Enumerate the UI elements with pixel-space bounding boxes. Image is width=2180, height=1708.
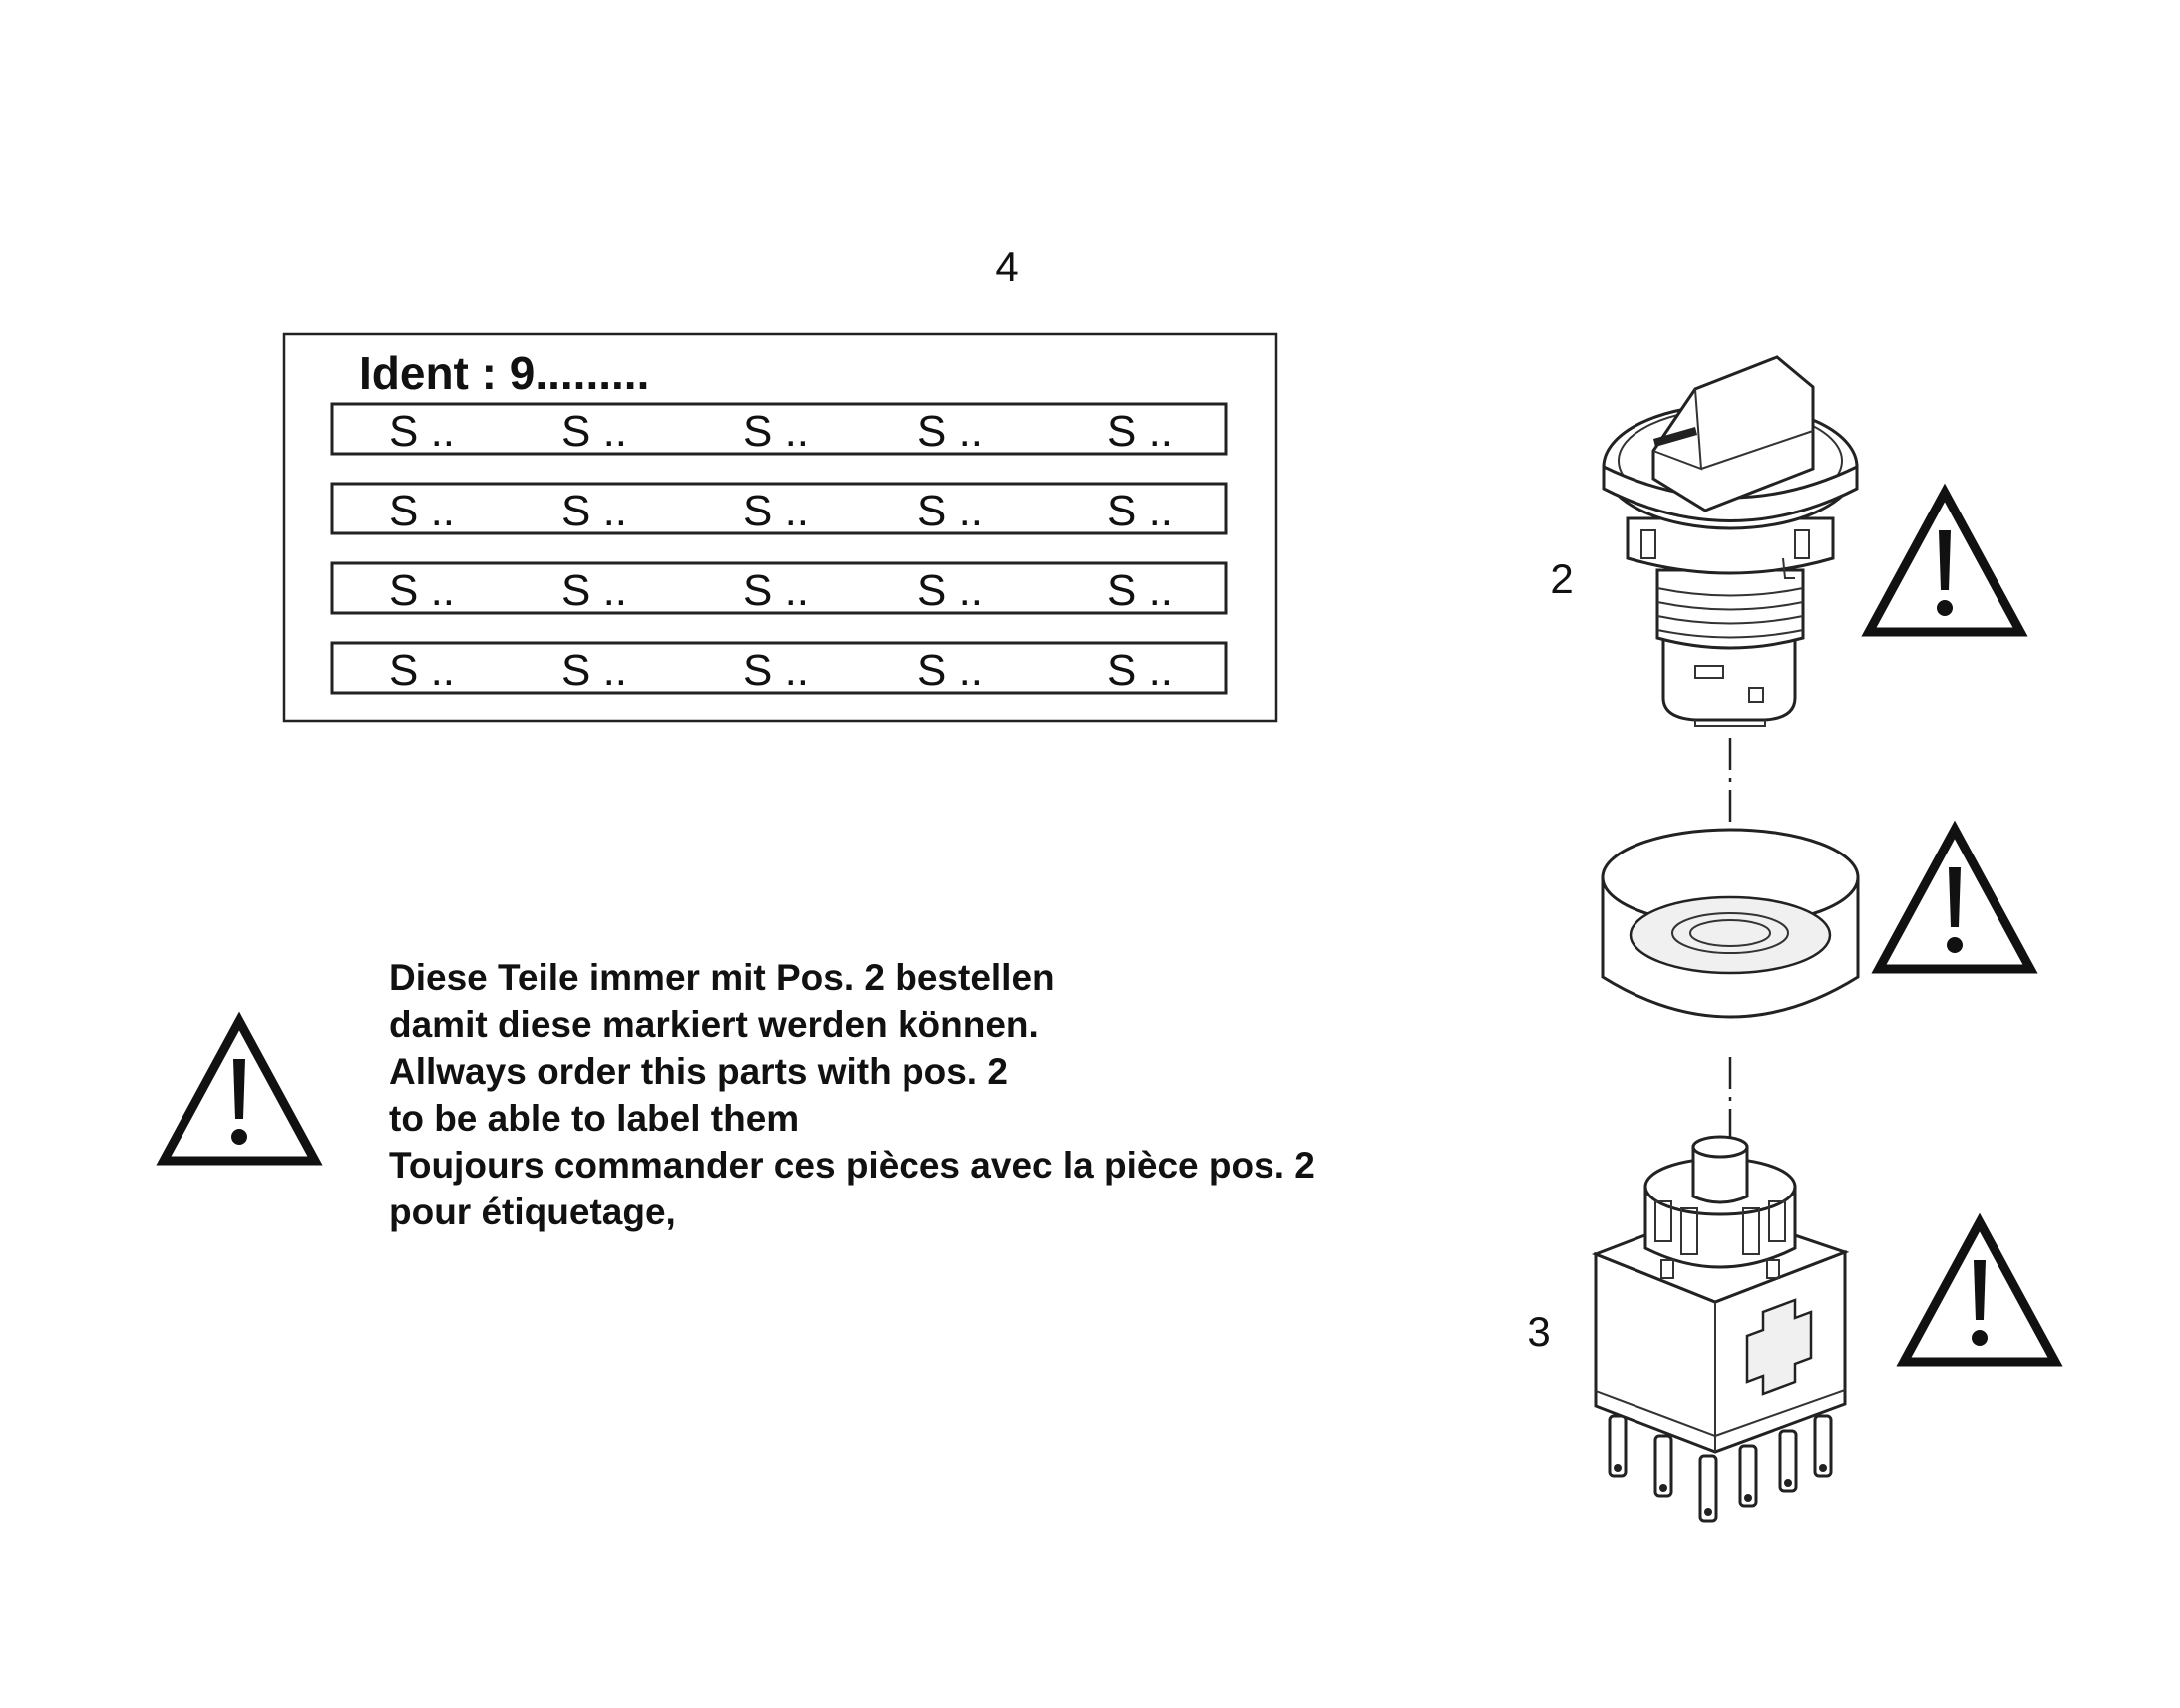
label-strip-1 xyxy=(330,402,1228,456)
position-label-2: 2 xyxy=(1550,555,1573,602)
label-cell: S .. xyxy=(1107,566,1173,615)
selector-switch-part-2 xyxy=(1602,355,1859,727)
label-cell: S .. xyxy=(1107,487,1173,535)
note-line-5: Toujours commander ces pièces avec la pi… xyxy=(389,1145,1315,1186)
order-note: Diese Teile immer mit Pos. 2 bestellen d… xyxy=(389,957,1315,1232)
label-cell: S .. xyxy=(389,566,455,615)
label-cell: S .. xyxy=(389,407,455,456)
label-strip-4 xyxy=(330,641,1228,695)
position-label-3: 3 xyxy=(1527,1308,1550,1355)
contact-block-part-3 xyxy=(1591,1135,1850,1523)
ring-part xyxy=(1601,828,1860,1019)
label-sheet: Ident : 9......... S .. S .. S .. S .. S… xyxy=(282,332,1278,723)
note-line-1: Diese Teile immer mit Pos. 2 bestellen xyxy=(389,957,1055,998)
label-cell: S .. xyxy=(917,407,983,456)
label-cell: S .. xyxy=(1107,646,1173,695)
label-cell: S .. xyxy=(743,407,809,456)
ident-text: Ident : 9......... xyxy=(359,347,649,399)
terminals xyxy=(1608,1414,1833,1523)
note-line-6: pour étiquetage, xyxy=(389,1192,676,1232)
label-cell: S .. xyxy=(743,646,809,695)
note-line-4: to be able to label them xyxy=(389,1098,799,1139)
label-cell: S .. xyxy=(743,487,809,535)
label-cell: S .. xyxy=(389,646,455,695)
position-label-4: 4 xyxy=(995,243,1018,290)
warning-triangle-icon xyxy=(1896,1212,2063,1367)
warning-triangle-icon xyxy=(1871,820,2038,974)
label-cell: S .. xyxy=(1107,407,1173,456)
label-strip-2 xyxy=(330,482,1228,535)
label-cell: S .. xyxy=(389,487,455,535)
warning-triangle-icon xyxy=(1861,483,2028,637)
label-cell: S .. xyxy=(743,566,809,615)
warning-triangle-icon xyxy=(156,1011,323,1166)
note-line-2: damit diese markiert werden können. xyxy=(389,1004,1039,1045)
label-strip-3 xyxy=(330,561,1228,615)
label-cell: S .. xyxy=(917,646,983,695)
label-cell: S .. xyxy=(917,566,983,615)
label-cell: S .. xyxy=(561,646,627,695)
label-cell: S .. xyxy=(561,566,627,615)
note-line-3: Allways order this parts with pos. 2 xyxy=(389,1051,1008,1092)
label-cell: S .. xyxy=(561,407,627,456)
label-cell: S .. xyxy=(917,487,983,535)
label-cell: S .. xyxy=(561,487,627,535)
